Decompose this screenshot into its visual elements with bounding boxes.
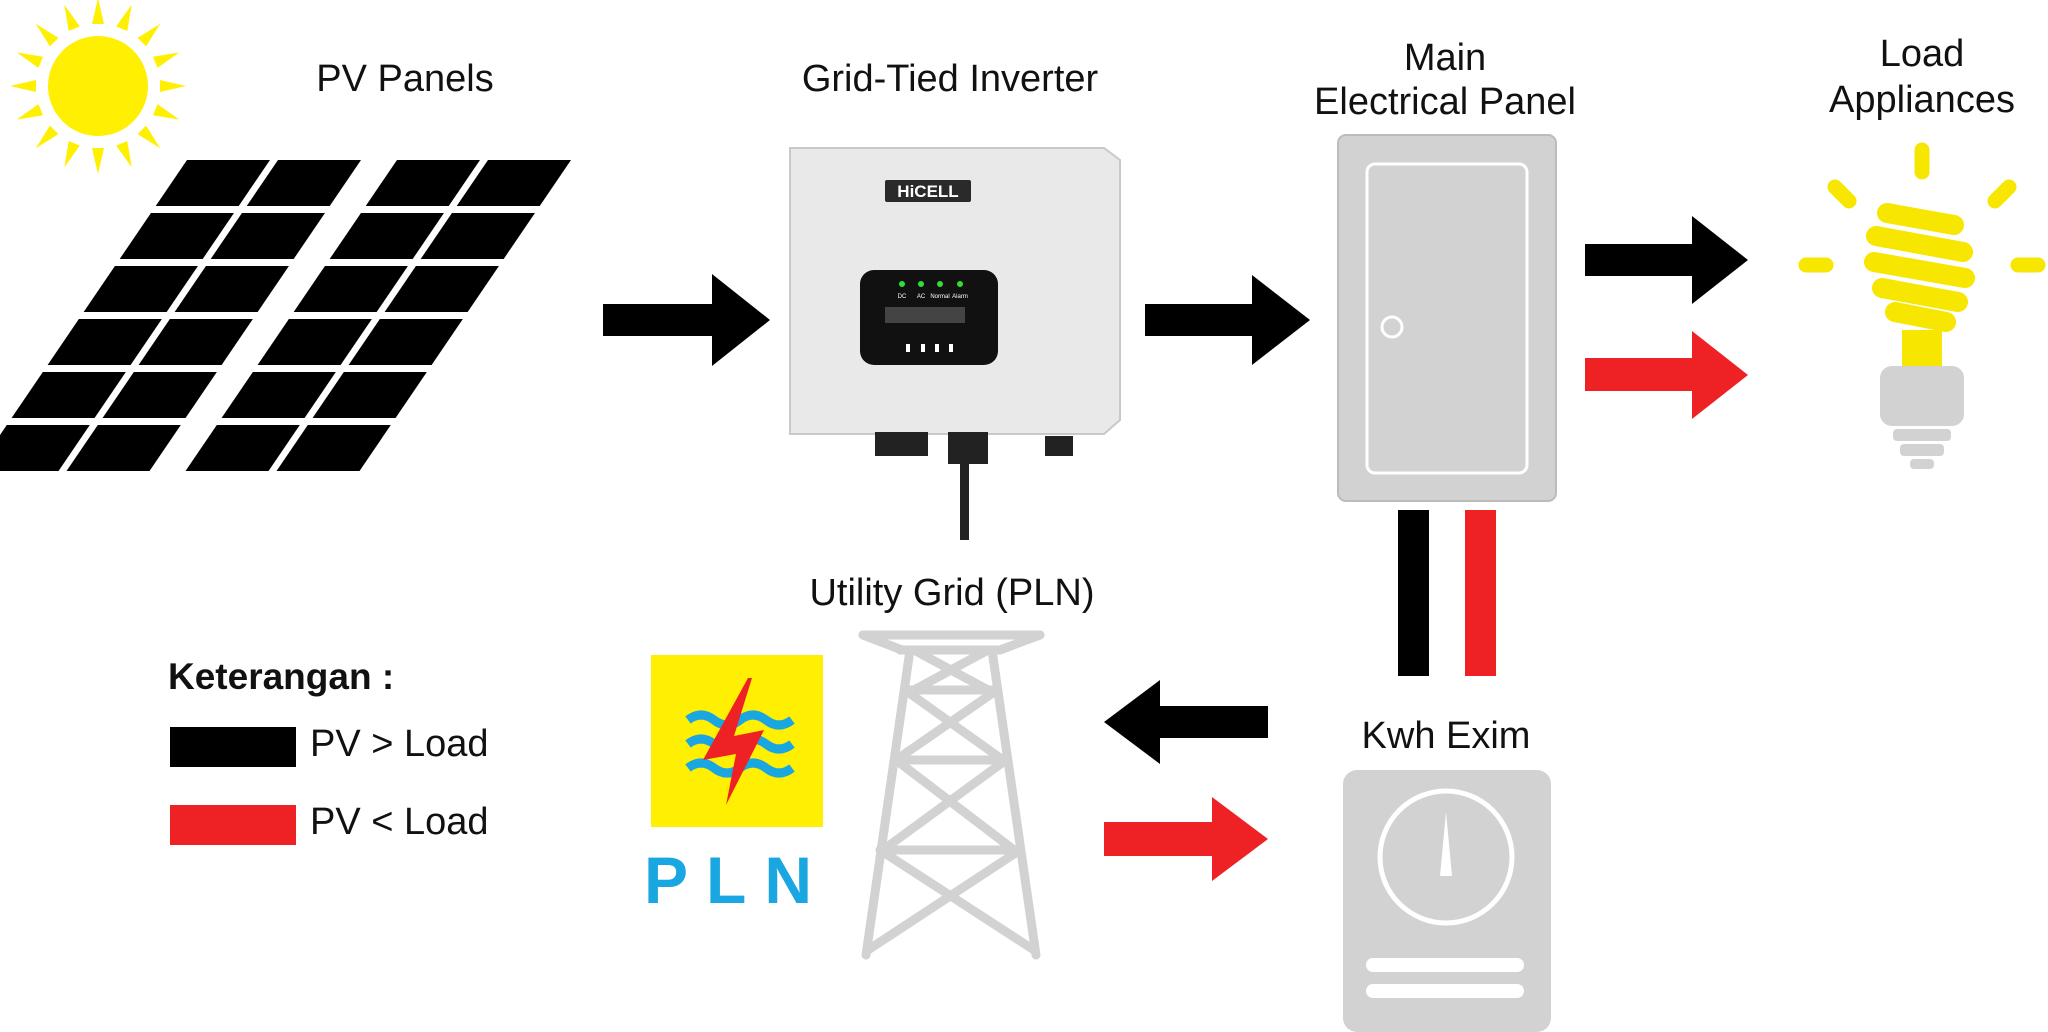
transmission-tower-icon [858,630,1045,960]
solar-cell [11,372,126,418]
inverter-led-normal: Normal [930,294,949,300]
sun-icon [10,0,186,174]
light-bulb-icon [1798,142,2046,469]
utility-grid-label: Utility Grid (PLN) [809,572,1095,614]
arrow-meter-to-grid [1104,680,1268,764]
solar-cell [348,319,463,365]
solar-cell [456,160,571,206]
legend-swatch-red [170,805,296,845]
line-panel-to-meter-black [1398,510,1429,676]
solar-cell [185,425,300,471]
inverter-brand: HiCELL [897,182,958,201]
solar-cell [221,372,336,418]
solar-cell [102,372,217,418]
load-label-line1: Load [1879,33,1965,75]
solar-panel-icon [0,160,571,471]
solar-cell [312,372,427,418]
solar-cell [246,160,361,206]
arrow-grid-to-meter [1104,797,1268,881]
legend-title: Keterangan : [168,656,395,697]
line-panel-to-meter-red [1465,510,1496,676]
solar-cell [293,266,408,312]
solar-cell [83,266,198,312]
inverter-led-ac: AC [917,294,926,300]
kwh-label: Kwh Exim [1361,715,1531,757]
legend-item-black-label: PV > Load [310,723,489,765]
inverter-led-dc: DC [898,294,907,300]
solar-cell [384,266,499,312]
inverter-icon: HiCELL DC AC Normal Alarm [789,147,1121,540]
solar-cell [210,213,325,259]
solar-cell [47,319,162,365]
solar-cell [119,213,234,259]
main-panel-label-line2: Electrical Panel [1314,81,1576,123]
solar-cell [138,319,253,365]
pln-logo: PLN [644,655,830,917]
solar-cell [257,319,372,365]
solar-cell [365,160,480,206]
pv-panels-label: PV Panels [316,58,494,100]
flow-arrows [603,216,1748,881]
arrow-panel-to-load-black [1585,216,1748,304]
solar-cell [155,160,270,206]
solar-cell [174,266,289,312]
arrow-panel-to-load-red [1585,331,1748,419]
legend-swatch-black [170,727,296,767]
pln-logo-text: PLN [644,843,830,917]
kwh-meter-icon [1343,770,1551,1032]
electrical-panel-icon [1337,134,1557,502]
load-label-line2: Appliances [1829,79,2015,121]
inverter-label: Grid-Tied Inverter [801,58,1099,100]
inverter-led-alarm: Alarm [952,294,968,300]
arrow-inverter-to-panel [1145,275,1310,365]
solar-cell [420,213,535,259]
solar-cell [329,213,444,259]
solar-cell [276,425,391,471]
solar-cell [66,425,181,471]
main-panel-label-line1: Main [1403,37,1487,79]
solar-cell [0,425,90,471]
legend-item-red-label: PV < Load [310,801,489,843]
arrow-pv-to-inverter [603,274,770,366]
